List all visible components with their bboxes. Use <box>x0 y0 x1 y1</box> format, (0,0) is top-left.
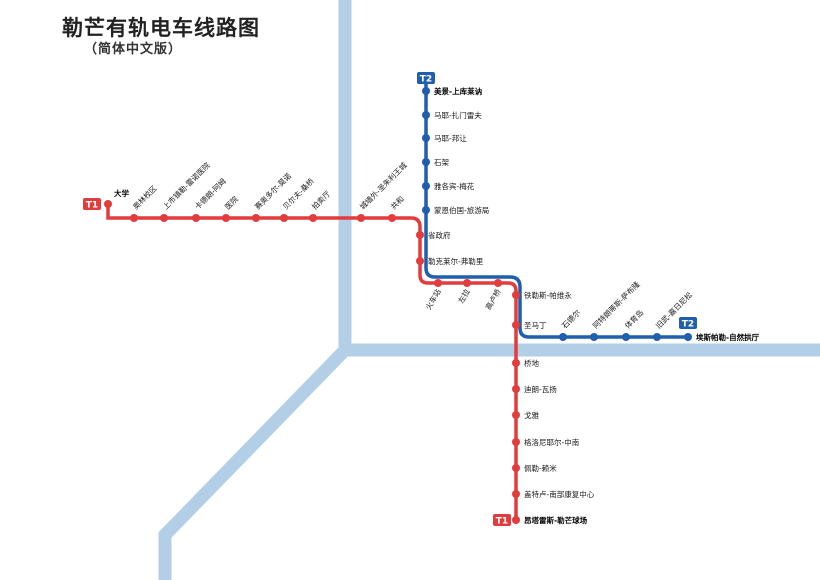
station-label-t1-13: 火车站 <box>423 287 443 312</box>
station-label-t1-21: 格洛尼耶尔-中南 <box>524 437 580 447</box>
line-t2-path <box>424 78 690 339</box>
station-t1-23 <box>512 490 520 498</box>
station-label-t2-11: 埃斯帕勒-自然拱厅 <box>696 332 760 342</box>
station-labels: 大学奥林校区上市镇勒-雷诺医院卡德朗-阿姆医院赛奥多尔-莫诺贝尔夫-桑桥拍卖厅城… <box>114 86 760 525</box>
station-label-t1-22: 佩勒-赖米 <box>524 463 557 473</box>
badge-t1-end-box <box>493 514 511 526</box>
station-t1-11 <box>416 231 424 239</box>
station-t1-6 <box>252 214 260 222</box>
line-t1-path <box>106 202 518 522</box>
station-label-t2-3: 马耶-邦让 <box>434 133 467 143</box>
station-t1-7 <box>280 214 288 222</box>
station-t1-20 <box>512 411 520 419</box>
station-t2-2 <box>422 111 430 119</box>
station-t1-22 <box>512 464 520 472</box>
station-t2-3 <box>422 134 430 142</box>
station-t1-10 <box>388 214 396 222</box>
station-label-t1-19: 迪朗-瓦扬 <box>524 384 557 394</box>
station-t2-1 <box>422 87 430 95</box>
station-t1-24 <box>512 516 520 524</box>
station-t2-11 <box>684 333 692 341</box>
station-label-t2-2: 马耶-扎门雷夫 <box>434 110 482 120</box>
station-label-t1-15: 高卢桥 <box>483 287 503 312</box>
station-label-t1-8: 拍卖厅 <box>309 188 332 211</box>
map-title: 勒芒有轨电车线路图 <box>62 15 260 40</box>
station-t2-8 <box>590 333 598 341</box>
station-label-t1-12: 勒克莱尔-弗勒里 <box>428 256 484 266</box>
badge-t1-start-label: T1 <box>86 201 98 211</box>
station-t1-19 <box>512 385 520 393</box>
station-label-t2-7: 石德尔 <box>559 307 582 330</box>
badge-t2-start-box <box>417 72 435 84</box>
station-t1-17 <box>512 321 520 329</box>
station-t1-15 <box>494 279 502 287</box>
station-t1-9 <box>357 214 365 222</box>
station-label-t1-5: 医院 <box>222 193 240 211</box>
river-3 <box>158 345 350 580</box>
station-t1-21 <box>512 438 520 446</box>
station-label-t1-16: 铁勒斯-帕维永 <box>524 290 572 300</box>
station-label-t2-5: 雅各宾-梅花 <box>434 181 475 191</box>
station-t1-3 <box>160 214 168 222</box>
station-t2-10 <box>653 333 661 341</box>
station-t1-8 <box>309 214 317 222</box>
station-t1-12 <box>416 257 424 265</box>
station-t1-14 <box>463 279 471 287</box>
station-label-t1-14: 左拉 <box>456 287 472 305</box>
station-t2-4 <box>422 158 430 166</box>
station-label-t1-24: 昂塔雷斯-勒芒球场 <box>524 515 588 525</box>
map-subtitle: （简体中文版） <box>84 42 183 57</box>
station-label-t1-17: 圣马丁 <box>524 321 547 330</box>
badge-t2-end-label: T2 <box>682 320 694 330</box>
badge-t2-end-box <box>679 317 697 329</box>
badge-t1-start-box <box>83 198 101 210</box>
station-label-t2-9: 体育岛 <box>622 307 645 330</box>
station-label-t1-1: 大学 <box>114 188 129 198</box>
station-label-t2-4: 石架 <box>434 158 449 167</box>
station-t1-13 <box>434 279 442 287</box>
station-label-t1-23: 盖特卢-南部康复中心 <box>524 489 595 499</box>
station-label-t2-1: 美景-上库莱讷 <box>434 86 483 96</box>
station-t1-16 <box>512 291 520 299</box>
station-label-t1-18: 桥地 <box>524 358 539 368</box>
station-t2-5 <box>422 182 430 190</box>
station-t1-1 <box>104 200 112 208</box>
station-t1-2 <box>130 214 138 222</box>
rivers <box>158 0 820 580</box>
station-t1-18 <box>512 359 520 367</box>
station-label-t1-10: 共和 <box>389 194 406 211</box>
badge-t2-start-label: T2 <box>420 75 432 85</box>
station-t1-4 <box>192 214 200 222</box>
station-t2-7 <box>559 333 567 341</box>
tram-lines <box>106 78 690 522</box>
stations <box>104 87 692 524</box>
station-label-t2-6: 蒙恩伯国-旅游局 <box>434 205 489 215</box>
station-t2-6 <box>422 206 430 214</box>
station-label-t1-11: 省政府 <box>428 230 451 240</box>
station-t1-5 <box>222 214 230 222</box>
badge-t1-end-label: T1 <box>496 517 508 527</box>
station-label-t1-2: 奥林校区 <box>130 183 159 212</box>
station-t2-9 <box>622 333 630 341</box>
station-label-t1-20: 戈雅 <box>524 410 539 420</box>
